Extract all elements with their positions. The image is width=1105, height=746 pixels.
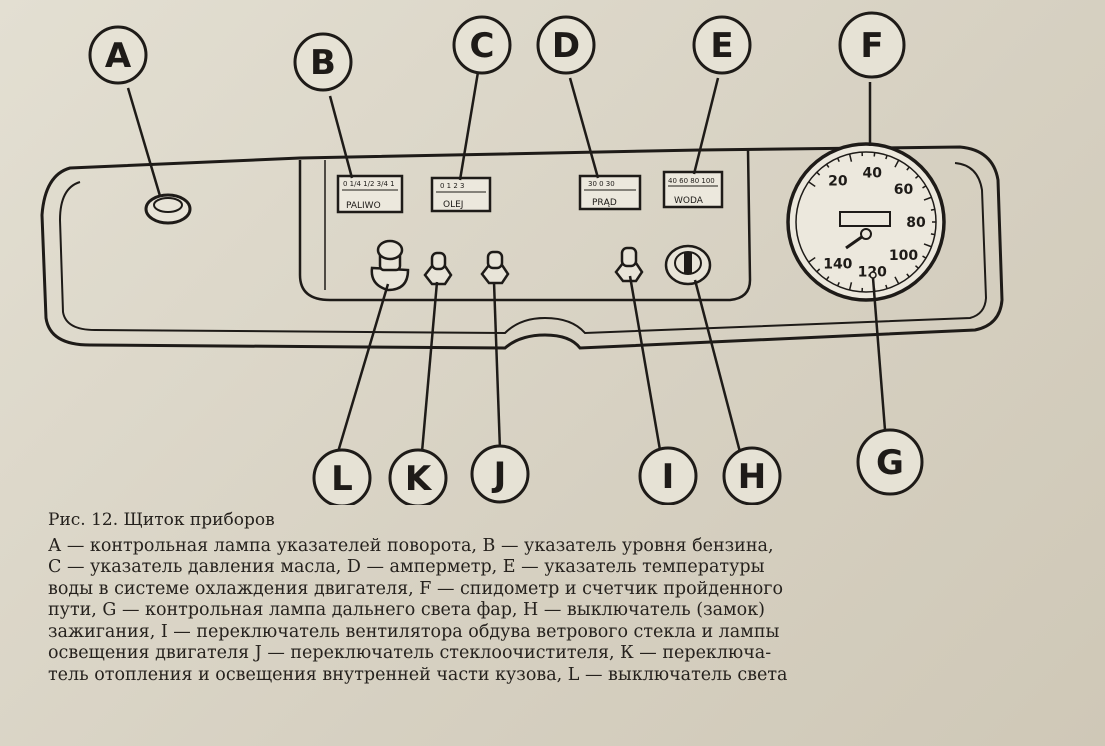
speedometer-tick	[906, 166, 910, 171]
callout-F: F	[838, 11, 906, 79]
speedometer-tick	[825, 163, 830, 168]
heater-toggle-switch	[423, 251, 453, 286]
speedometer-tick	[816, 268, 821, 273]
speedometer-tick	[914, 175, 919, 179]
speedometer-number: 100	[889, 248, 918, 264]
water-gauge-label: WODA	[674, 196, 704, 206]
speedometer-tick	[930, 233, 935, 236]
callout-D-label: D	[552, 26, 580, 66]
callout-A: A	[88, 25, 148, 85]
leader-lines	[126, 71, 887, 453]
speedometer-number: 60	[894, 182, 914, 198]
speedometer-tick	[923, 243, 932, 248]
callout-I-label: I	[662, 457, 675, 497]
callout-L: L	[312, 448, 372, 505]
high-beam-lamp	[869, 271, 877, 279]
callout-F-label: F	[860, 26, 883, 66]
speedometer: 20406080100120140	[786, 142, 946, 302]
oil-gauge-scale: 0 1 2 3	[440, 182, 465, 190]
caption-body: А — контрольная лампа указателей поворот…	[48, 535, 788, 685]
ignition-lock	[664, 244, 712, 286]
fan-toggle-switch	[614, 246, 644, 283]
light-switch-knob	[370, 239, 410, 292]
dashboard-diagram: 0 1/4 1/2 3/4 1 PALIWO 0 1 2 3 OLEJ 30 0…	[40, 11, 1004, 505]
fuel-gauge: 0 1/4 1/2 3/4 1 PALIWO	[336, 174, 404, 214]
callout-J: J	[470, 444, 530, 504]
speedometer-tick	[923, 196, 932, 201]
speedometer-tick	[836, 157, 840, 162]
speedometer-tick	[914, 265, 919, 269]
ammeter-scale: 30 0 30	[588, 180, 615, 188]
speedometer-tick	[848, 153, 853, 162]
speedometer-tick	[808, 256, 816, 263]
callout-E-label: E	[710, 26, 733, 66]
speedometer-number: 140	[823, 256, 852, 272]
caption-title: Рис. 12. Щиток приборов	[48, 510, 275, 530]
callout-B: B	[293, 32, 353, 92]
speedometer-number: 40	[862, 165, 882, 181]
speedometer-tick	[922, 255, 927, 259]
callout-G-label: G	[876, 443, 904, 483]
fuel-gauge-label: PALIWO	[346, 201, 381, 211]
callout-E: E	[692, 15, 752, 75]
callout-I: I	[638, 446, 698, 505]
speedometer-tick	[894, 276, 900, 285]
speedometer-tick	[808, 181, 816, 188]
callout-K: K	[388, 448, 448, 505]
water-temp-gauge: 40 60 80 100 WODA	[662, 170, 724, 209]
figure-caption: Рис. 12. Щиток приборов А — контрольная …	[48, 510, 1088, 686]
instrument-recess	[298, 149, 752, 302]
callout-G: G	[856, 428, 924, 496]
callout-D: D	[536, 15, 596, 75]
callout-H: H	[722, 446, 782, 505]
speedometer-tick	[906, 273, 910, 278]
dashboard-panel	[40, 145, 1004, 350]
callout-J-label: J	[492, 455, 507, 495]
turn-signal-lamp	[144, 193, 192, 225]
speedometer-tick	[885, 155, 888, 160]
odometer-window	[839, 211, 891, 227]
speedometer-ticks	[808, 152, 936, 292]
speedometer-tick	[825, 276, 830, 281]
speedometer-number: 80	[906, 215, 926, 231]
callout-C: C	[452, 15, 512, 75]
callout-K-label: K	[405, 459, 433, 499]
water-gauge-scale: 40 60 80 100	[668, 177, 715, 185]
callout-B-label: B	[310, 43, 336, 83]
oil-pressure-gauge: 0 1 2 3 OLEJ	[430, 176, 492, 213]
ammeter: 30 0 30 PRĄD	[578, 174, 642, 211]
callout-L-label: L	[331, 459, 353, 499]
speedometer-tick	[848, 282, 853, 291]
speedometer-tick	[885, 284, 888, 289]
oil-gauge-label: OLEJ	[443, 200, 463, 210]
speedometer-number: 20	[828, 174, 848, 190]
speedometer-tick	[836, 282, 840, 287]
speedometer-tick	[922, 185, 927, 189]
speedometer-tick	[930, 208, 935, 211]
speedometer-tick	[816, 171, 821, 176]
speedometer-tick	[894, 159, 900, 168]
callout-H-label: H	[738, 457, 766, 497]
dashboard-inner-edge	[58, 162, 988, 335]
fuel-gauge-scale: 0 1/4 1/2 3/4 1	[343, 180, 395, 188]
callout-A-label: A	[105, 36, 132, 76]
ammeter-label: PRĄD	[592, 198, 617, 208]
wiper-toggle-switch	[480, 250, 510, 285]
callout-C-label: C	[470, 26, 495, 66]
